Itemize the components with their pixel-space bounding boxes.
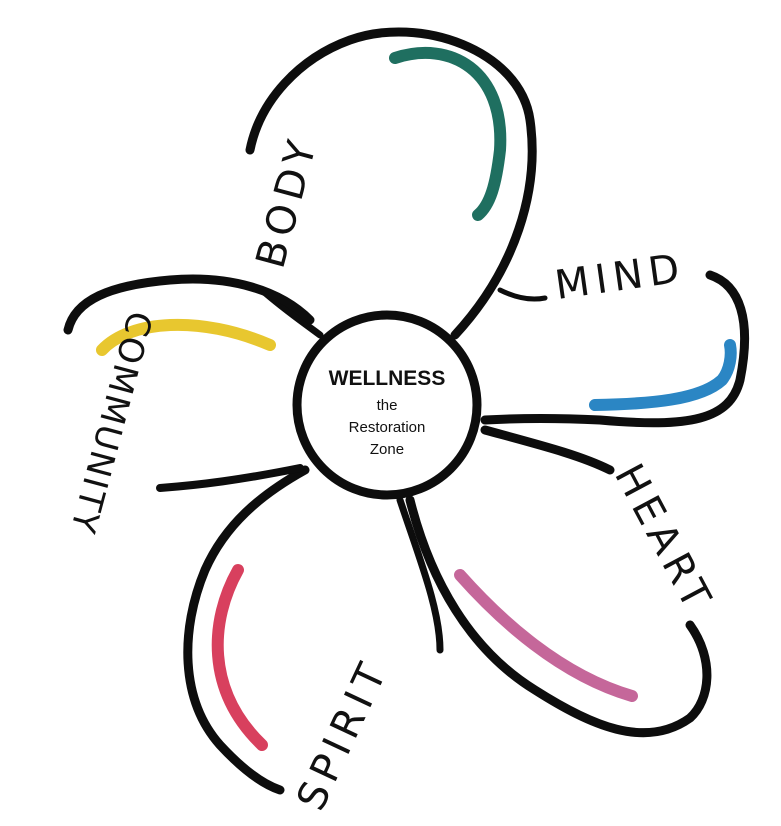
label-mind: MIND [552, 245, 688, 309]
petal-heart-outline [480, 425, 615, 475]
petal-mind-accent [589, 339, 737, 411]
petal-community-stem [156, 464, 304, 492]
petal-mind [480, 270, 750, 428]
petal-community-outline [63, 274, 315, 335]
petal-heart [405, 425, 712, 738]
center-hub: WELLNESS the Restoration Zone [292, 310, 482, 500]
petal-spirit-stem [396, 496, 444, 654]
petal-body [245, 27, 548, 340]
label-spirit: SPIRIT [288, 652, 398, 818]
label-heart: HEART [605, 457, 722, 622]
petal-mind-outline [480, 270, 750, 428]
petal-spirit-accent [211, 564, 268, 751]
petal-community [63, 274, 315, 492]
petal-heart-accent [454, 569, 638, 702]
petal-body-inner-stroke [497, 287, 548, 302]
petal-spirit [183, 465, 444, 795]
center-title: WELLNESS [329, 367, 446, 390]
petal-body-accent [389, 46, 507, 221]
petal-heart-outline-lower [405, 495, 712, 738]
petal-spirit-outline [183, 465, 310, 795]
center-line-1: the [377, 397, 398, 414]
center-circle [292, 310, 482, 500]
label-body: BODY [248, 130, 327, 273]
petal-community-accent [96, 318, 276, 356]
center-line-3: Zone [370, 441, 404, 458]
center-line-2: Restoration [349, 419, 426, 436]
petal-body-outline [245, 27, 537, 340]
